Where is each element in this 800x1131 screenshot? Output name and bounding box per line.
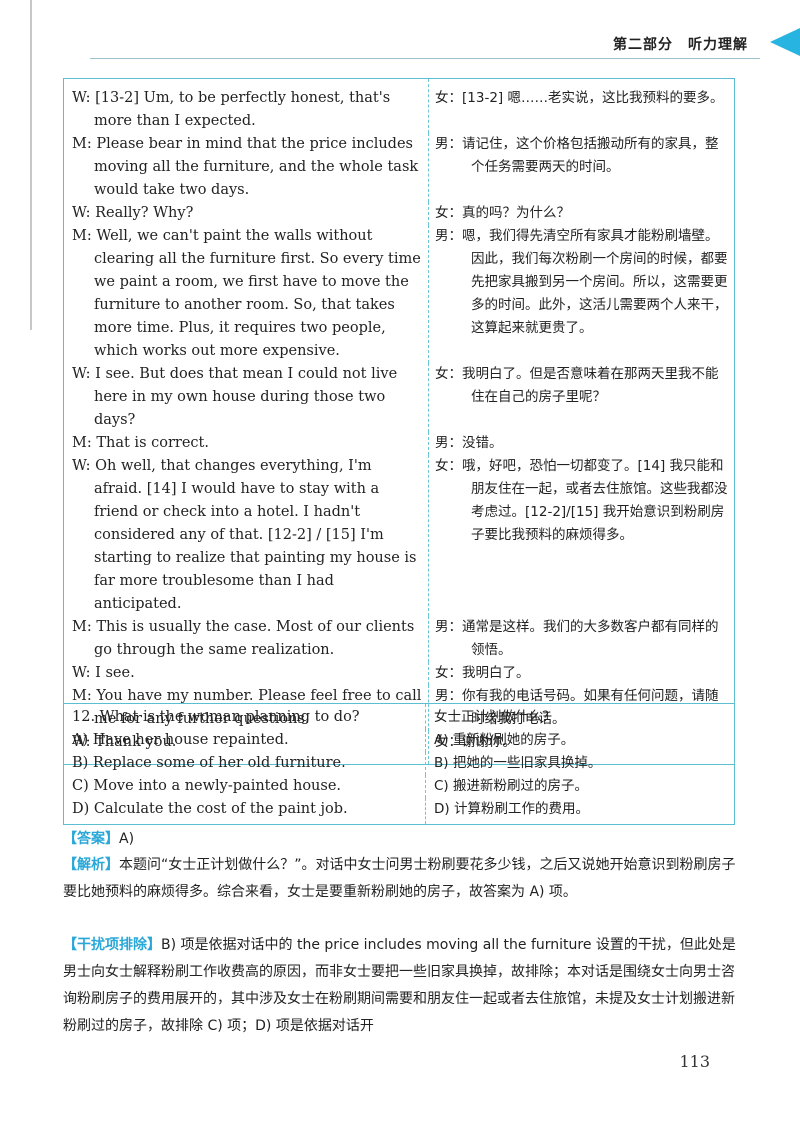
dialogue-en: W: I see. But does that mean I could not… (72, 366, 398, 428)
dialogue-row: W: Oh well, that changes everything, I'm… (63, 455, 735, 616)
option-row: A) Have her house repainted. A) 重新粉刷她的房子… (63, 729, 735, 752)
option-a-en: A) Have her house repainted. (63, 729, 426, 752)
dialogue-row: W: I see. 女：我明白了。 (63, 662, 735, 685)
option-b-zh: B) 把她的一些旧家具换掉。 (434, 755, 602, 771)
answer-block: 【答案】A) (63, 826, 743, 853)
dialogue-row: W: I see. But does that mean I could not… (63, 363, 735, 432)
dialogue-row: W: [13-2] Um, to be perfectly honest, th… (63, 78, 735, 133)
page-number: 113 (679, 1052, 710, 1071)
option-c-zh: C) 搬进新粉刷过的房子。 (434, 778, 588, 794)
dialogue-zh: 女：[13-2] 嗯……老实说，这比我预料的要多。 (435, 90, 724, 106)
dialogue-en: W: [13-2] Um, to be perfectly honest, th… (72, 90, 391, 129)
dialogue-en: W: I see. (72, 665, 135, 681)
dialogue-zh: 女：哦，好吧，恐怕一切都变了。[14] 我只能和朋友住在一起，或者去住旅馆。这些… (435, 458, 728, 543)
option-c-en: C) Move into a newly-painted house. (63, 775, 426, 798)
option-a-zh: A) 重新粉刷她的房子。 (434, 732, 575, 748)
dialogue-zh: 男：没错。 (435, 435, 503, 451)
answer-text: A) (119, 831, 135, 847)
dialogue-en: W: Oh well, that changes everything, I'm… (72, 458, 417, 612)
dialogue-en: M: This is usually the case. Most of our… (72, 619, 415, 658)
option-row: B) Replace some of her old furniture. B)… (63, 752, 735, 775)
dialogue-row: M: Please bear in mind that the price in… (63, 133, 735, 202)
page-margin-rule (30, 0, 32, 330)
section-title: 第二部分 听力理解 (613, 37, 748, 53)
dialogue-zh: 女：真的吗？为什么？ (435, 205, 570, 221)
dialogue-zh: 男：你有我的电话号码。如果有任何问题，请随时给我打电话。 (435, 688, 719, 727)
option-d-en: D) Calculate the cost of the paint job. (63, 798, 426, 825)
question-stem-en: 12. What is the woman planning to do? (63, 703, 426, 729)
analysis-tag: 【解析】 (63, 857, 119, 873)
dialogue-en: M: Well, we can't paint the walls withou… (72, 228, 421, 359)
dialogue-row: W: Really? Why? 女：真的吗？为什么？ (63, 202, 735, 225)
question-table: 12. What is the woman planning to do? 女士… (63, 703, 735, 825)
dialogue-row: M: Well, we can't paint the walls withou… (63, 225, 735, 363)
option-row: D) Calculate the cost of the paint job. … (63, 798, 735, 825)
answer-tag: 【答案】 (63, 831, 119, 847)
option-row: C) Move into a newly-painted house. C) 搬… (63, 775, 735, 798)
dialogue-zh: 女：我明白了。但是否意味着在那两天里我不能住在自己的房子里呢？ (435, 366, 719, 405)
dialogue-en: M: Please bear in mind that the price in… (72, 136, 419, 198)
dialogue-table: W: [13-2] Um, to be perfectly honest, th… (63, 78, 735, 765)
question-stem-zh: 女士正计划做什么？ (434, 709, 556, 725)
header-arrow-icon (770, 28, 800, 56)
option-d-zh: D) 计算粉刷工作的费用。 (434, 801, 589, 817)
dialogue-zh: 男：嗯，我们得先清空所有家具才能粉刷墙壁。因此，我们每次粉刷一个房间的时候，都要… (435, 228, 728, 336)
option-b-en: B) Replace some of her old furniture. (63, 752, 426, 775)
dialogue-row: M: This is usually the case. Most of our… (63, 616, 735, 662)
dialogue-en: M: That is correct. (72, 435, 209, 451)
question-row: 12. What is the woman planning to do? 女士… (63, 703, 735, 729)
dialogue-row: M: That is correct. 男：没错。 (63, 432, 735, 455)
dialogue-en: W: Really? Why? (72, 205, 194, 221)
dialogue-zh: 女：谢谢你。 (435, 734, 516, 750)
distractor-text: B) 项是依据对话中的 the price includes moving al… (63, 937, 736, 1034)
dialogue-zh: 男：请记住，这个价格包括搬动所有的家具，整个任务需要两天的时间。 (435, 136, 719, 175)
distractor-block: 【干扰项排除】B) 项是依据对话中的 the price includes mo… (63, 932, 743, 1040)
analysis-block: 【解析】本题问“女士正计划做什么？”。对话中女士问男士粉刷要花多少钱，之后又说她… (63, 852, 743, 906)
dialogue-zh: 女：我明白了。 (435, 665, 530, 681)
analysis-text: 本题问“女士正计划做什么？”。对话中女士问男士粉刷要花多少钱，之后又说她开始意识… (63, 857, 736, 900)
header-divider (90, 58, 760, 59)
distractor-tag: 【干扰项排除】 (63, 937, 161, 953)
dialogue-zh: 男：通常是这样。我们的大多数客户都有同样的领悟。 (435, 619, 719, 658)
